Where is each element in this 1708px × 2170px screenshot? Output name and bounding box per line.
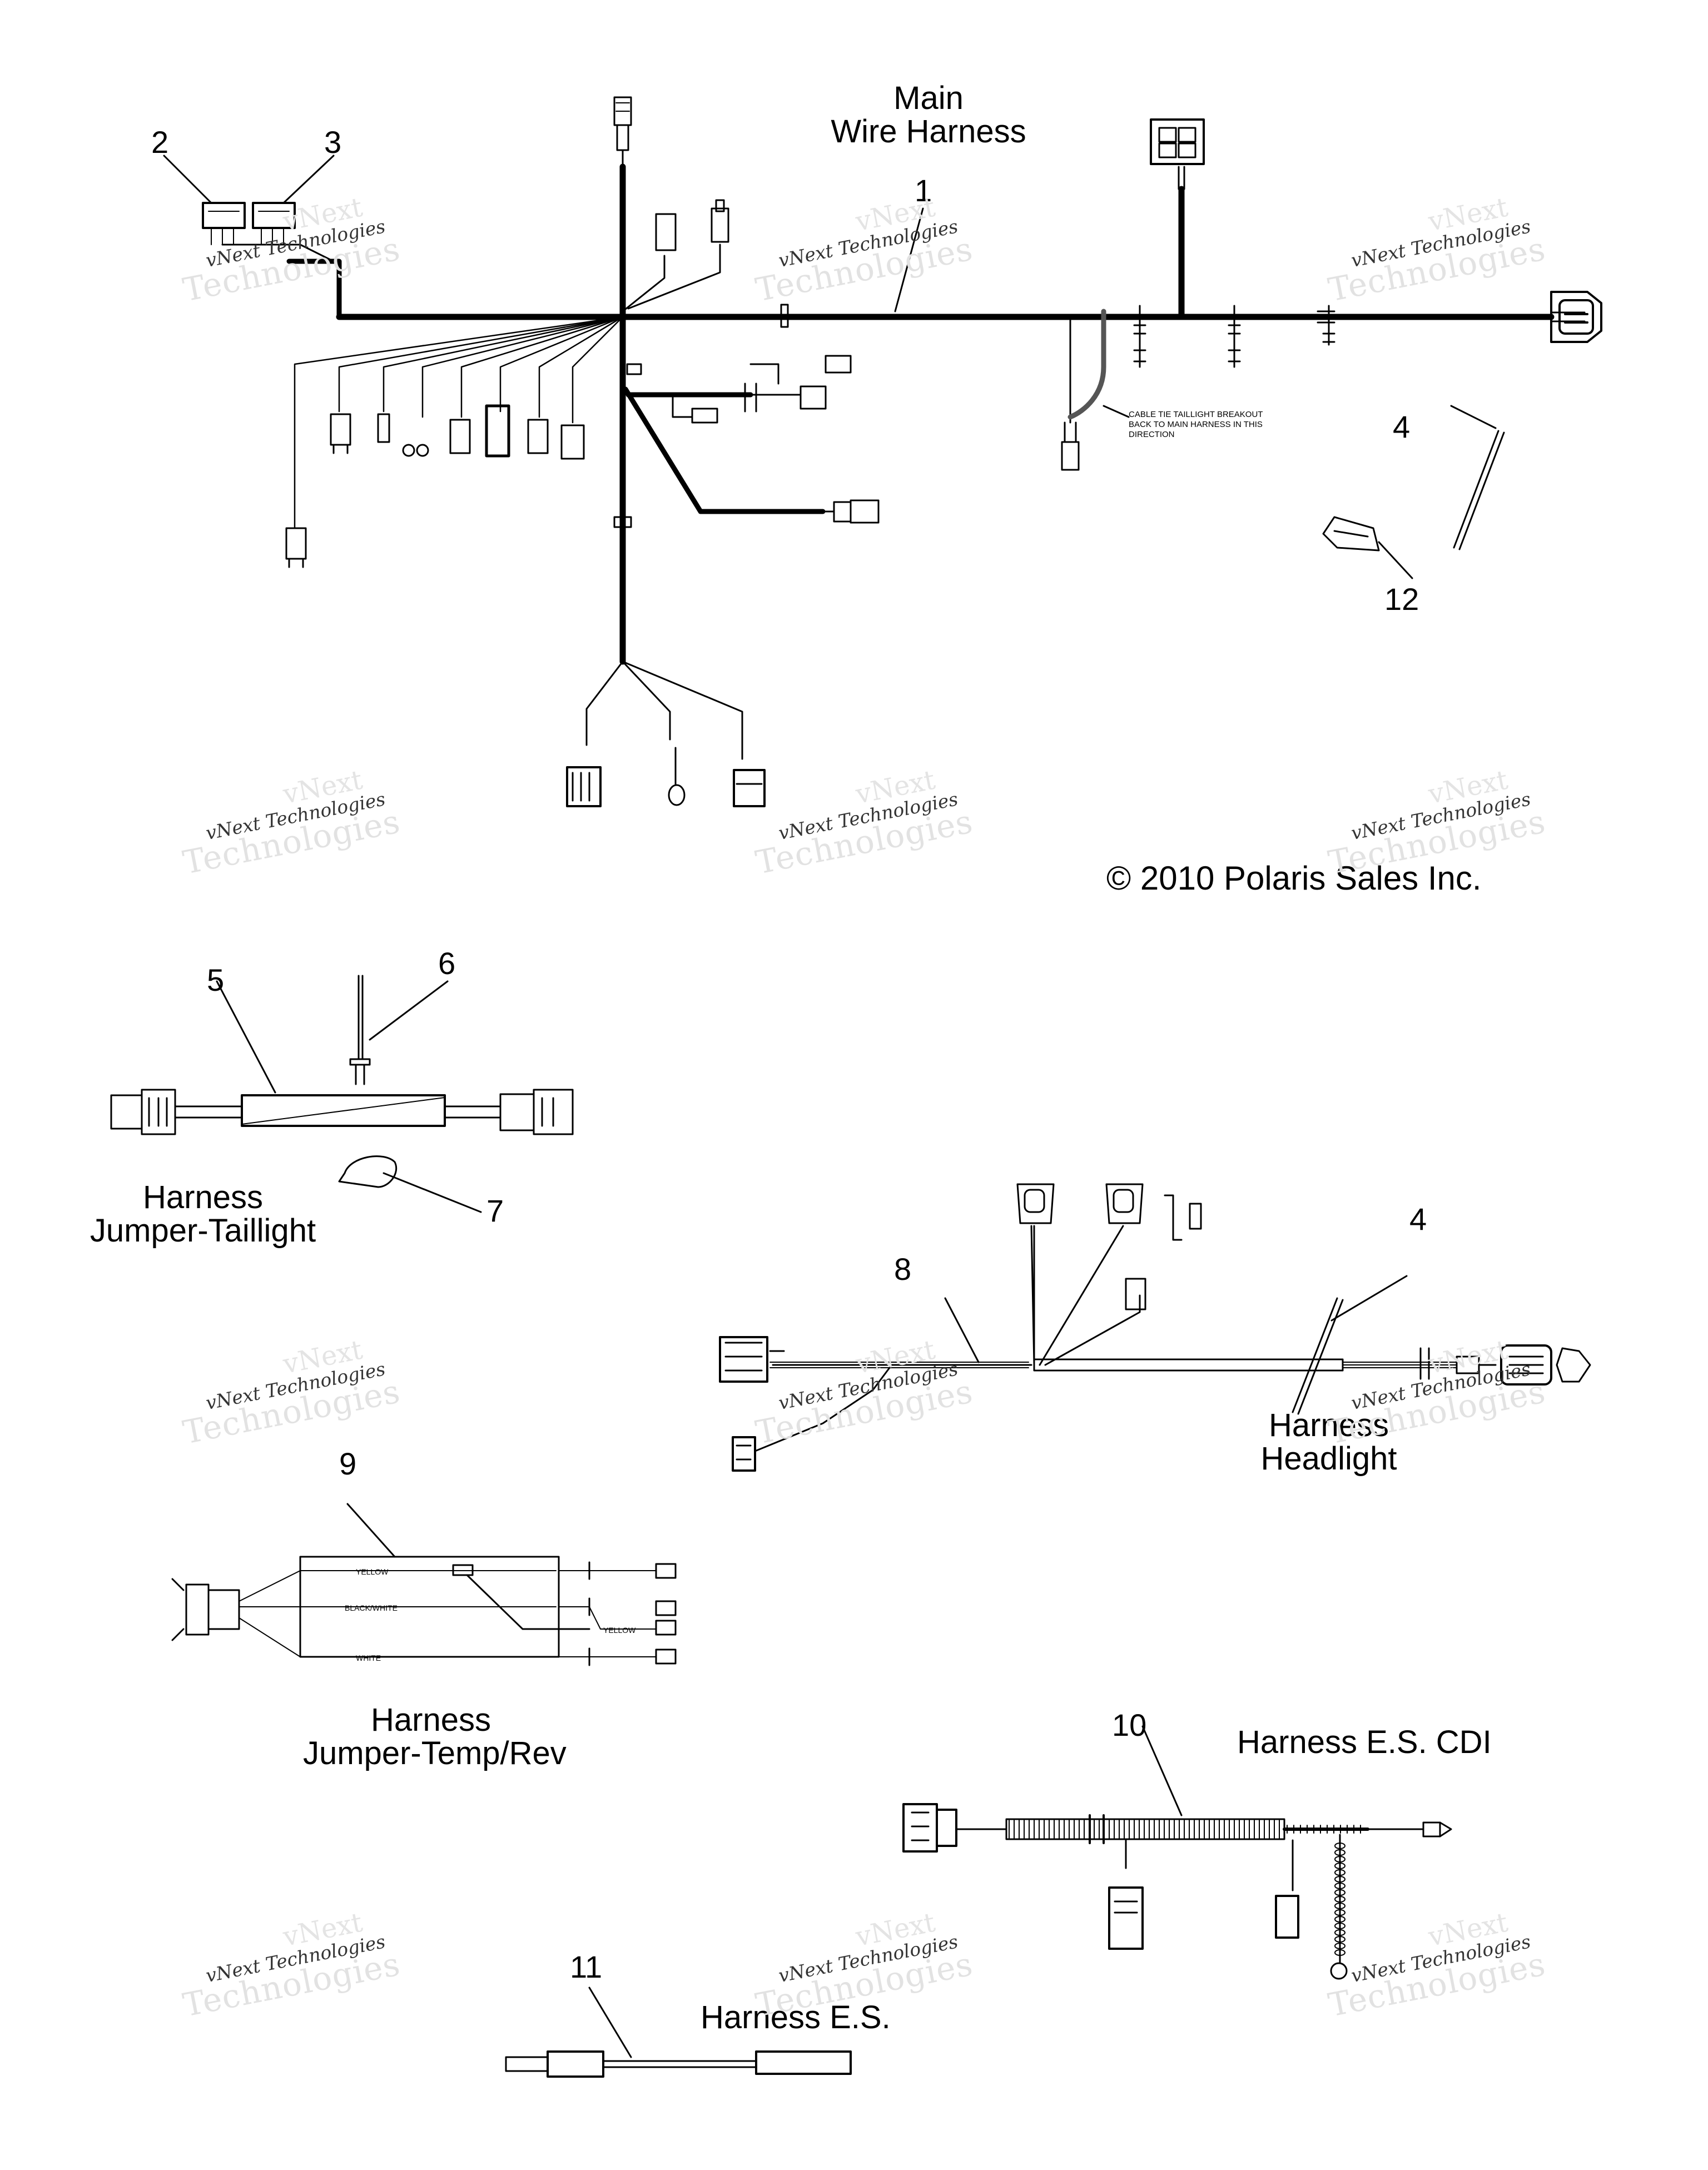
wire-color-notes: YELLOW BLACK/WHITE YELLOW WHITE — [345, 1567, 636, 1662]
item-4-12-main — [1322, 405, 1505, 579]
left-branch-connectors — [285, 404, 585, 568]
left-branch-fan — [294, 316, 624, 529]
right-hub-branch — [625, 355, 852, 424]
main-end-connector — [1550, 291, 1602, 343]
bottom-fan — [566, 661, 766, 807]
wire-color-2: BLACK/WHITE — [345, 1603, 398, 1612]
callout-7: 7 — [486, 1193, 504, 1228]
callout-2: 2 — [151, 125, 169, 160]
callout-4-headlight: 4 — [1409, 1201, 1427, 1237]
wire-color-4: WHITE — [356, 1653, 381, 1662]
right-trunk-details — [1061, 118, 1374, 471]
headlight-title: Harness Headlight — [1260, 1407, 1397, 1477]
es-harness — [505, 1987, 852, 2078]
leader-1 — [894, 207, 924, 312]
callout-10: 10 — [1112, 1707, 1147, 1742]
es-cdi-harness — [902, 1725, 1452, 1980]
callout-6: 6 — [438, 946, 456, 981]
callout-11: 11 — [570, 1949, 603, 1984]
wire-color-1: YELLOW — [356, 1567, 389, 1576]
es-title: Harness E.S. — [701, 1999, 891, 2035]
es-cdi-title: Harness E.S. CDI — [1237, 1724, 1492, 1760]
copyright-text: © 2010 Polaris Sales Inc. — [1106, 860, 1482, 897]
callout-4-main: 4 — [1393, 409, 1411, 444]
taillight-jumper — [110, 975, 574, 1213]
callout-12: 12 — [1384, 582, 1419, 617]
callout-1: 1 — [915, 173, 932, 208]
wire-color-3: YELLOW — [603, 1626, 636, 1635]
trunk-clips — [613, 304, 789, 528]
temp-rev-jumper — [171, 1503, 677, 1666]
taillight-title: Harness Jumper-Taillight — [90, 1179, 316, 1249]
diagonal-branch — [623, 386, 880, 524]
callout-8: 8 — [894, 1252, 912, 1287]
callout-9: 9 — [339, 1446, 357, 1481]
cable-tie-note: CABLE TIE TAILLIGHT BREAKOUT BACK TO MAI… — [1129, 410, 1263, 439]
headlight-harness — [719, 1183, 1591, 1472]
callout-5: 5 — [207, 962, 225, 997]
callout-3: 3 — [324, 125, 342, 160]
cable-tie-note-line3: DIRECTION — [1129, 430, 1175, 439]
upper-hub-connectors — [622, 199, 729, 312]
top-center-connector — [613, 96, 632, 168]
connector-2-3 — [163, 155, 335, 262]
cable-tie-note-line1: CABLE TIE TAILLIGHT BREAKOUT — [1129, 410, 1263, 419]
coil-marks — [1009, 1819, 1361, 1956]
temp-rev-title: Harness Jumper-Temp/Rev — [303, 1702, 567, 1771]
main-harness-trunk — [286, 163, 1586, 665]
cable-tie-note-line2: BACK TO MAIN HARNESS IN THIS — [1129, 420, 1263, 429]
main-harness-title: Main Wire Harness — [831, 80, 1026, 150]
